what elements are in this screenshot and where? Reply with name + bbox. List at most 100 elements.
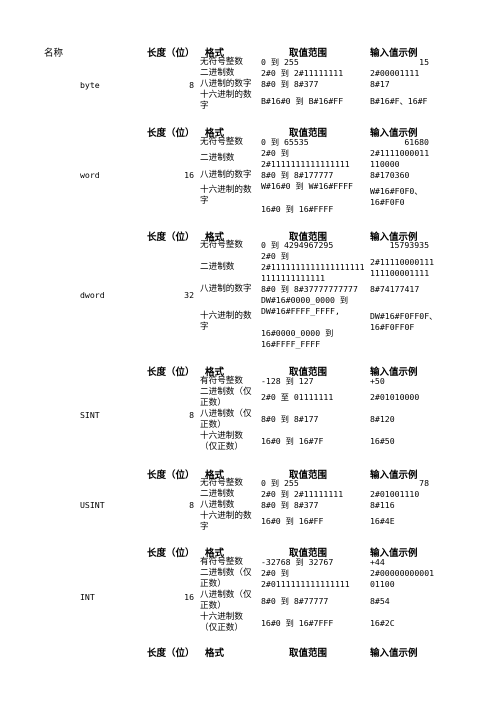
header-format: 格式 [205,232,225,243]
range-cell: 2#0 到 [261,148,289,158]
range-cell: 16#0 到 16#7FFF [261,618,334,628]
example-cell: 8#54 [370,596,390,606]
range-cell: B#16#0 到 B#16#FF [261,96,344,106]
format-cell: 二进制数（仅正数） [200,568,252,589]
format-cell: 八进制数（仅正数） [200,409,252,430]
example-cell: 16#50 [370,436,395,446]
format-cell: 八进制数（仅正数） [200,590,252,611]
format-cell: 二进制数 [200,489,235,499]
example-cell: 2#00001111 [370,68,420,78]
type-name: byte [80,80,100,90]
format-cell: 有符号整数 [200,557,243,567]
format-cell: 二进制数 [200,153,235,163]
example-cell: +50 [370,376,385,386]
header-example: 输入值示例 [370,548,418,559]
range-cell: 2#0 到 2#11111111 [261,489,344,499]
type-length: 32 [184,290,194,300]
format-cell: 八进制的数字 [200,284,252,294]
range-cell: W#16#0 到 W#16#FFFF [261,181,353,191]
type-length: 16 [184,170,194,180]
header-example: 输入值示例 [370,367,418,378]
header-range: 取值范围 [289,548,328,559]
format-cell: 八进制数 [200,500,235,510]
header-example: 输入值示例 [370,48,418,59]
format-cell: 十六进制的数字 [200,311,252,332]
header-format: 格式 [205,128,225,139]
range-cell: 2#1111111111111111 [261,159,350,169]
range-cell: 0 到 65535 [261,137,309,147]
example-cell: 8#74177417 [370,284,420,294]
range-cell: -32768 到 32767 [261,557,334,567]
header-range: 取值范围 [289,367,328,378]
format-cell: 无符号整数 [200,137,243,147]
header-example: 输入值示例 [370,128,418,139]
range-cell: 8#0 到 8#77777 [261,596,329,606]
example-cell: 16#2C [370,618,395,628]
example-cell: 15793935 [389,240,429,250]
example-cell: 8#17 [370,79,390,89]
example-cell: 78 [419,478,429,488]
range-cell: 8#0 到 8#37777777777 [261,284,358,294]
header-length: 长度（位） [147,232,195,243]
type-name: word [80,170,100,180]
format-cell: 十六进制数（仅正数） [200,612,243,633]
type-length: 8 [189,80,194,90]
example-cell: W#16#F0F0、16#F0F0 [370,186,423,207]
type-name: dword [80,290,105,300]
range-cell: 16#0000_0000 到 [261,328,334,338]
range-cell: 8#0 到 8#177777 [261,170,334,180]
header-example: 输入值示例 [370,232,418,243]
type-name: SINT [80,410,100,420]
header-length: 长度（位） [147,48,195,59]
type-length: 8 [189,410,194,420]
format-cell: 二进制数 [200,68,235,78]
header-length: 长度（位） [147,128,195,139]
example-cell: 2#01001110 [370,489,420,499]
range-cell: 16#FFFF_FFFF [261,339,321,349]
header-range: 取值范围 [289,648,328,659]
range-cell: 16#0 到 16#FF [261,516,324,526]
range-cell: -128 到 127 [261,376,314,386]
type-name: USINT [80,500,105,510]
example-cell: 16#4E [370,516,395,526]
range-cell: DW#16#0000_0000 到 [261,295,349,305]
header-name: 名称 [44,48,64,59]
format-cell: 十六进制数（仅正数） [200,431,243,452]
format-cell: 十六进制的数字 [200,185,252,206]
example-cell: 8#116 [370,500,395,510]
header-format: 格式 [205,470,225,481]
range-cell: 16#0 到 16#FFFF [261,204,334,214]
example-cell: 15 [419,57,429,67]
format-cell: 无符号整数 [200,57,243,67]
format-cell: 八进制的数字 [200,79,252,89]
range-cell: 2#11111111111111111111111111111111 [261,262,365,283]
header-range: 取值范围 [289,232,328,243]
format-cell: 十六进制的数字 [200,90,252,111]
example-cell: +44 [370,557,385,567]
range-cell: 0 到 255 [261,478,299,488]
header-length: 长度（位） [147,548,195,559]
format-cell: 八进制的数字 [200,170,252,180]
header-format: 格式 [205,648,225,659]
header-format: 格式 [205,48,225,59]
range-cell: 16#0 到 16#7F [261,436,324,446]
range-cell: 2#0 至 01111111 [261,392,334,402]
range-cell: 2#0 到 [261,568,289,578]
range-cell: 8#0 到 8#377 [261,79,319,89]
header-range: 取值范围 [289,128,328,139]
example-cell: 2#1111000011110000 [370,148,430,169]
example-cell: 2#11110000111111100001111 [370,257,435,278]
example-cell: 2#01010000 [370,392,420,402]
header-example: 输入值示例 [370,470,418,481]
format-cell: 有符号整数 [200,376,243,386]
header-range: 取值范围 [289,470,328,481]
type-length: 16 [184,592,194,602]
header-format: 格式 [205,548,225,559]
range-cell: 8#0 到 8#377 [261,500,319,510]
header-length: 长度（位） [147,470,195,481]
format-cell: 无符号整数 [200,240,243,250]
example-cell: 8#120 [370,414,395,424]
example-cell: 2#0000000000101100 [370,568,435,589]
range-cell: 8#0 到 8#177 [261,414,319,424]
example-cell: 8#170360 [370,170,410,180]
